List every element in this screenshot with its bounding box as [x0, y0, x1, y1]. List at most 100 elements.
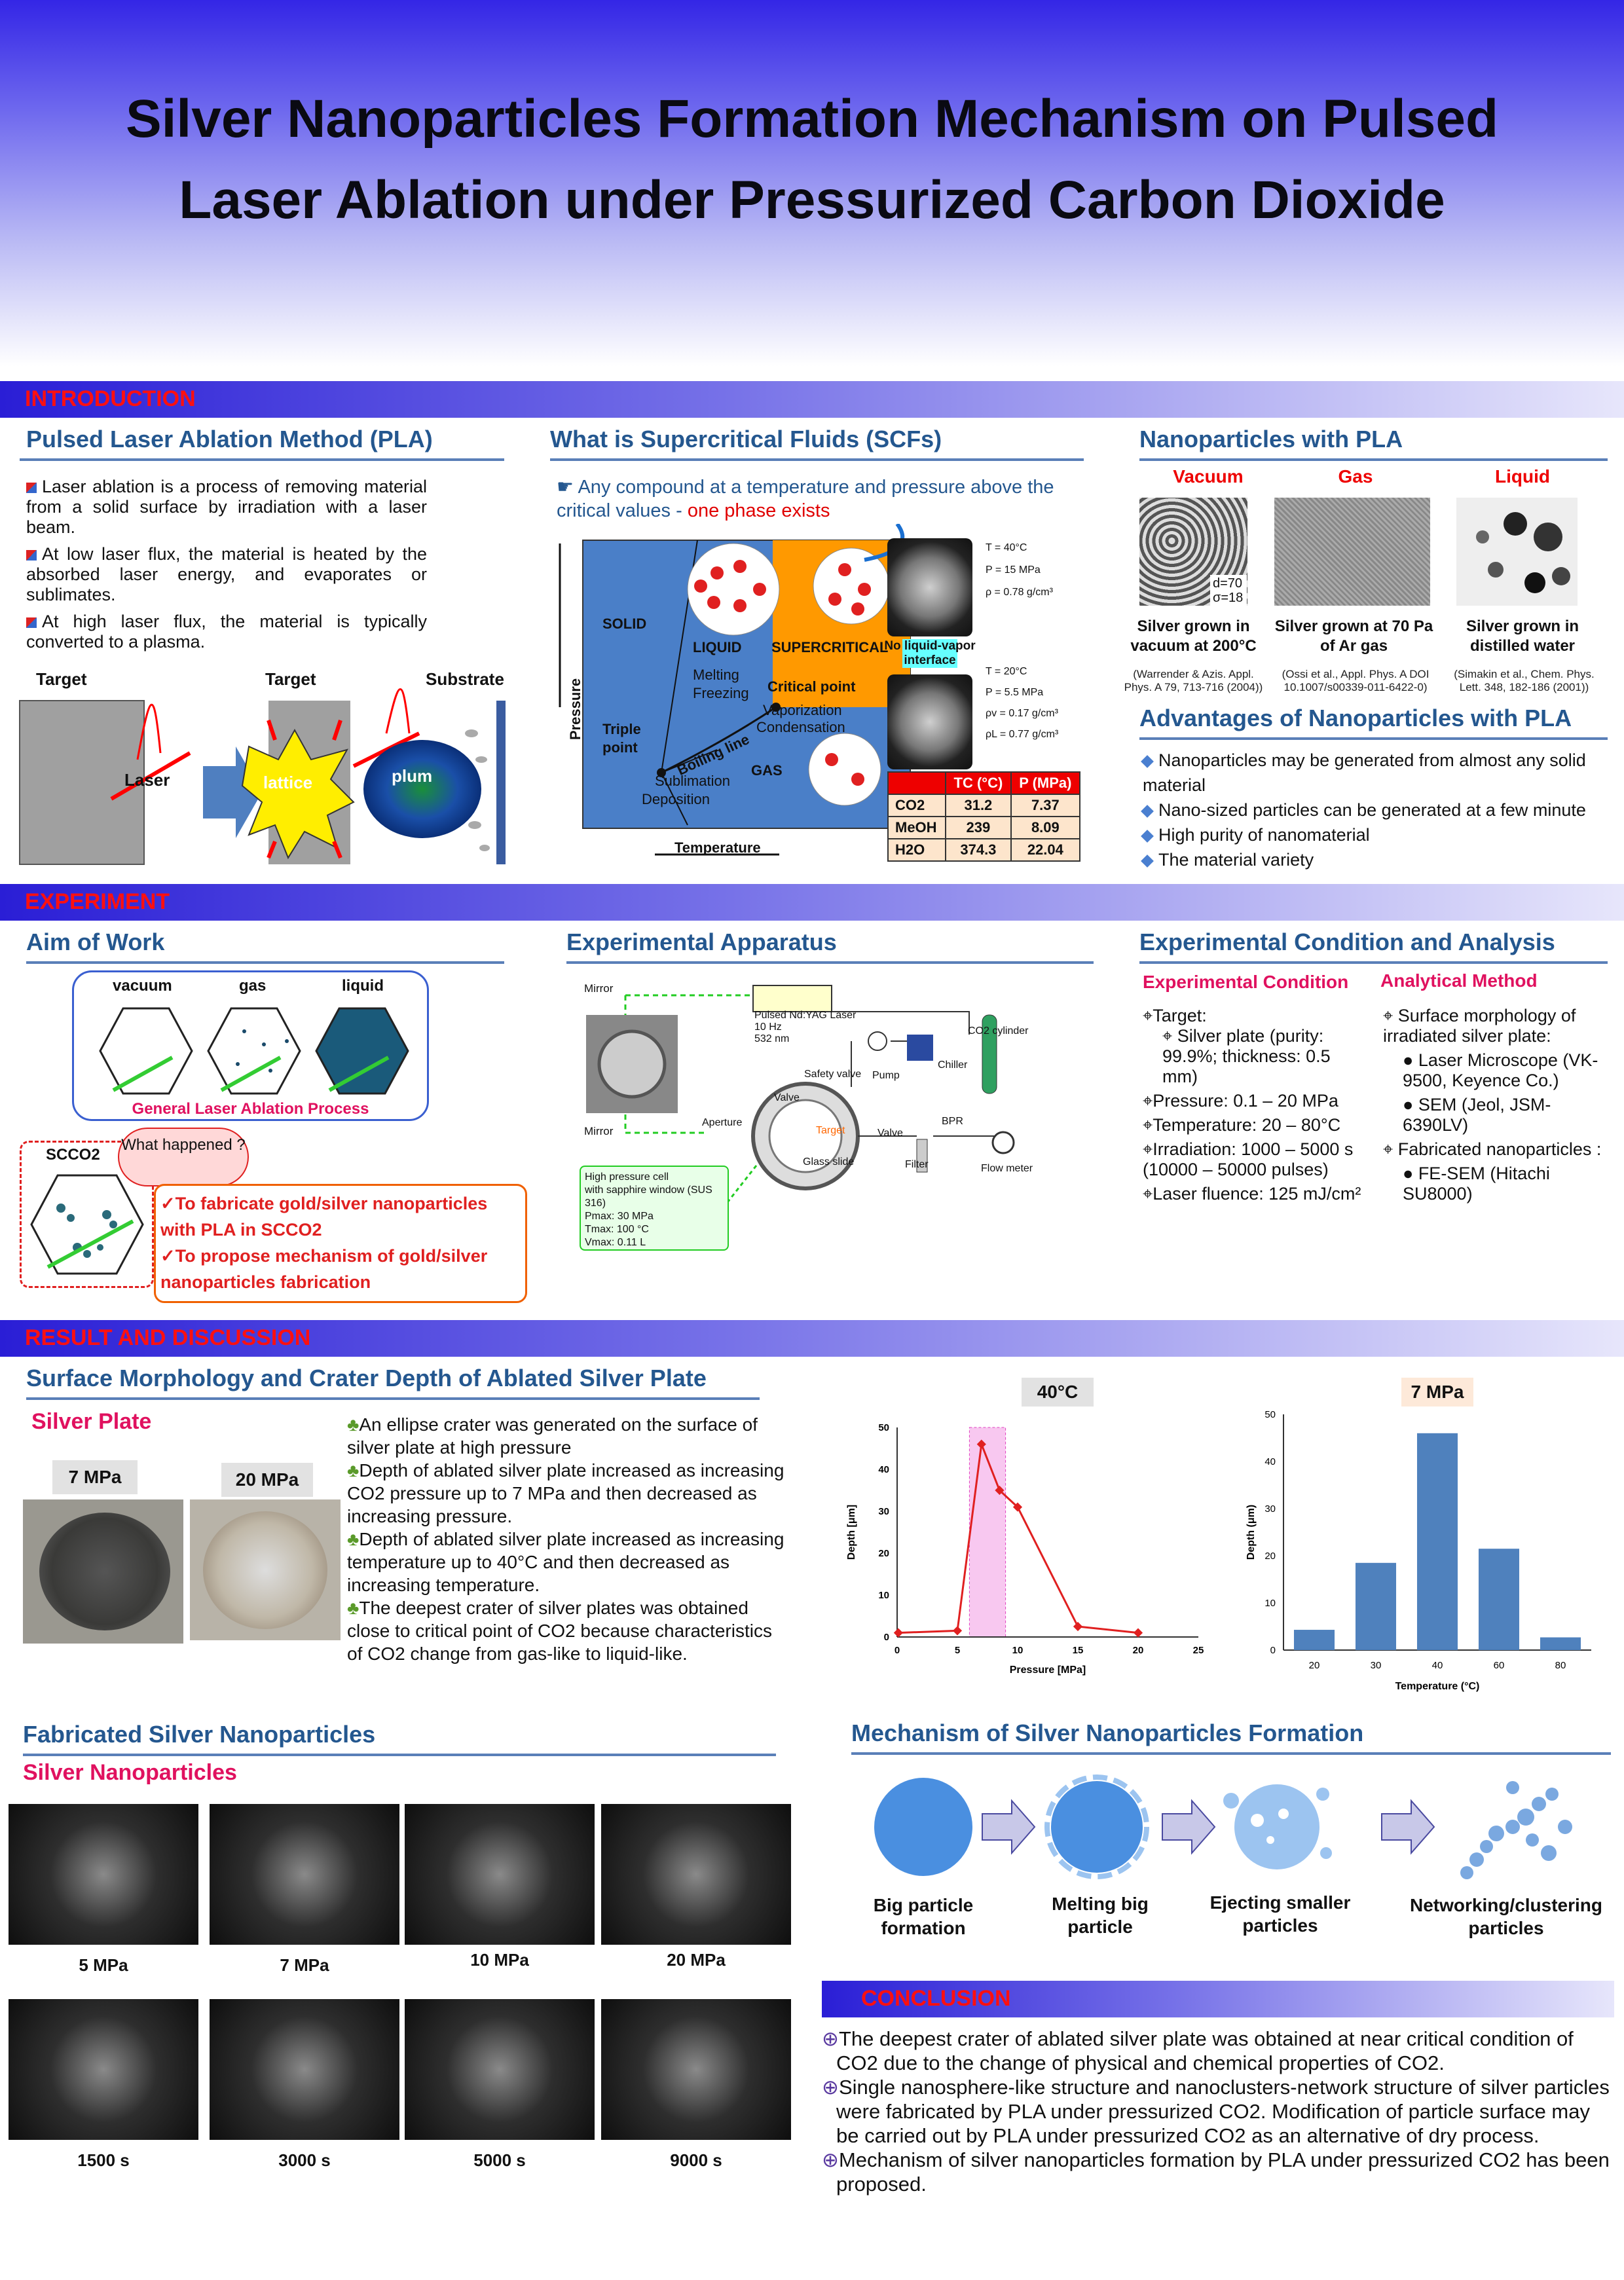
- pointer-icon: ☛: [557, 477, 578, 498]
- speech-bubble: What happened ?: [118, 1128, 249, 1186]
- component-label: Chiller: [938, 1059, 968, 1071]
- y-tick-label: 50: [878, 1422, 889, 1433]
- leaf-bullet-icon: ♣: [347, 1598, 360, 1618]
- no-interface-label: No liquid-vapor interface: [884, 639, 976, 668]
- component-label: Flow meter: [981, 1163, 1033, 1174]
- check-icon: ✓: [160, 1194, 175, 1213]
- x-tick-label: 15: [1073, 1645, 1084, 1656]
- target-label: Target: [36, 669, 87, 689]
- liquid-micrograph: [1456, 498, 1578, 606]
- adv-list: Nanoparticles may be generated from almo…: [1141, 748, 1601, 872]
- cross-bullet-icon: ⊕: [822, 2148, 839, 2171]
- npla-heading: Nanoparticles with PLA: [1139, 426, 1403, 452]
- cell-photo: [887, 538, 972, 636]
- highlight-band: [969, 1427, 1006, 1638]
- goal-box: [154, 1184, 527, 1303]
- title-line-1: Silver Nanoparticles Formation Mechanism…: [125, 89, 1499, 149]
- region-label: GAS: [751, 762, 783, 779]
- sem-label: 20 MPa: [667, 1950, 726, 1970]
- medium-label: vacuum: [113, 977, 172, 995]
- divider: [20, 458, 504, 461]
- phase-label: Deposition: [642, 791, 710, 807]
- list-item: ⌖Temperature: 20 – 80°C: [1143, 1115, 1341, 1135]
- bar: [1478, 1549, 1520, 1650]
- bullet-icon: [26, 617, 37, 628]
- process-label: General Laser Ablation Process: [132, 1100, 369, 1118]
- list-item: ♣An ellipse crater was generated on the …: [347, 1414, 758, 1458]
- list-item: ⊕The deepest crater of ablated silver pl…: [822, 2027, 1574, 2074]
- list-item: ⌖ Silver plate (purity: 99.9%; thickness…: [1162, 1026, 1331, 1086]
- bar: [1416, 1433, 1458, 1650]
- phase-label: Condensation: [756, 719, 845, 735]
- component-label: CO2 cylinder: [968, 1025, 1029, 1037]
- apparatus-diagram: [586, 985, 1015, 1212]
- pressure-label: 20 MPa: [221, 1463, 313, 1497]
- sem-label: 5000 s: [473, 2150, 526, 2170]
- divider: [851, 1752, 1611, 1755]
- medium-label: gas: [239, 977, 267, 995]
- y-axis-label: Depth [μm]: [846, 1505, 857, 1560]
- region-label: LIQUID: [693, 639, 742, 655]
- adv-heading: Advantages of Nanoparticles with PLA: [1139, 705, 1572, 731]
- mechanism-diagram: [874, 1774, 1572, 1879]
- section-title: INTRODUCTION: [25, 386, 196, 411]
- y-tick-label: 40: [1264, 1456, 1276, 1467]
- diamond-bullet-icon: [1141, 855, 1154, 868]
- phase-label: Melting: [693, 667, 739, 683]
- pla-heading: Pulsed Laser Ablation Method (PLA): [26, 426, 433, 452]
- section-title: EXPERIMENT: [25, 889, 170, 914]
- phase-label: Sublimation: [655, 773, 730, 789]
- list-item: ♣Depth of ablated silver plate increased…: [347, 1529, 784, 1595]
- component-label: Glass slide: [803, 1156, 855, 1168]
- gas-micrograph: [1274, 498, 1430, 606]
- y-tick-label: 10: [1264, 1598, 1276, 1609]
- bullet-icon: [26, 482, 37, 493]
- divider: [1139, 737, 1608, 740]
- component-label: Safety valve: [804, 1069, 862, 1080]
- caption: Silver grown at 70 Pa of Ar gas: [1274, 617, 1433, 655]
- caption: Silver grown in distilled water: [1466, 617, 1579, 655]
- reference: (Ossi et al., Appl. Phys. A DOI 10.1007/…: [1282, 668, 1430, 693]
- condition-heading: Experimental Condition and Analysis: [1139, 929, 1555, 955]
- subheading: Experimental Condition: [1143, 972, 1349, 992]
- sem-image-3000s: [210, 1999, 399, 2140]
- sem-image-5mpa: [9, 1804, 198, 1945]
- sem-label: 5 MPa: [79, 1955, 128, 1975]
- phase-diagram: [559, 524, 911, 856]
- component-label: Pump: [872, 1070, 900, 1081]
- list-item: ♣Depth of ablated silver plate increased…: [347, 1460, 784, 1526]
- column-title: Gas: [1338, 466, 1373, 487]
- diamond-bullet-icon: [1141, 755, 1154, 768]
- chart-title: 7 MPa: [1401, 1378, 1473, 1407]
- sem-image-20mpa: [601, 1804, 791, 1945]
- list-item: ⌖ Surface morphology of irradiated silve…: [1383, 1006, 1576, 1046]
- plum-label: plum: [392, 766, 433, 786]
- section-band-conclusion: CONCLUSION: [822, 1981, 1614, 2017]
- x-axis-label: Pressure [MPa]: [1010, 1664, 1086, 1676]
- apparatus-heading: Experimental Apparatus: [566, 929, 837, 955]
- component-label: Aperture: [702, 1117, 743, 1128]
- process-box: [72, 970, 429, 1121]
- x-tick-label: 30: [1371, 1660, 1382, 1671]
- x-tick-label: 20: [1309, 1660, 1320, 1671]
- aim-heading: Aim of Work: [26, 929, 165, 955]
- sem-image-9000s: [601, 1999, 791, 2140]
- subheading: Silver Plate: [31, 1409, 152, 1434]
- lattice-label: lattice: [263, 773, 313, 792]
- section-title: CONCLUSION: [861, 1986, 1011, 2011]
- goal-list: ✓To fabricate gold/silver nanoparticles …: [160, 1190, 521, 1295]
- phase-label: Freezing: [693, 685, 749, 701]
- divider: [550, 458, 1084, 461]
- diamond-bullet-icon: [1141, 805, 1154, 818]
- column-title: Vacuum: [1173, 466, 1244, 487]
- component-label: Valve: [877, 1128, 903, 1139]
- check-icon: ✓: [160, 1246, 175, 1266]
- x-tick-label: 0: [895, 1645, 900, 1656]
- divider: [1139, 458, 1608, 461]
- cell-photo: [887, 674, 972, 769]
- x-tick-label: 40: [1432, 1660, 1443, 1671]
- list-item: ✓To fabricate gold/silver nanoparticles …: [160, 1194, 488, 1240]
- mechanism-step-label: Big particle formation: [873, 1895, 974, 1938]
